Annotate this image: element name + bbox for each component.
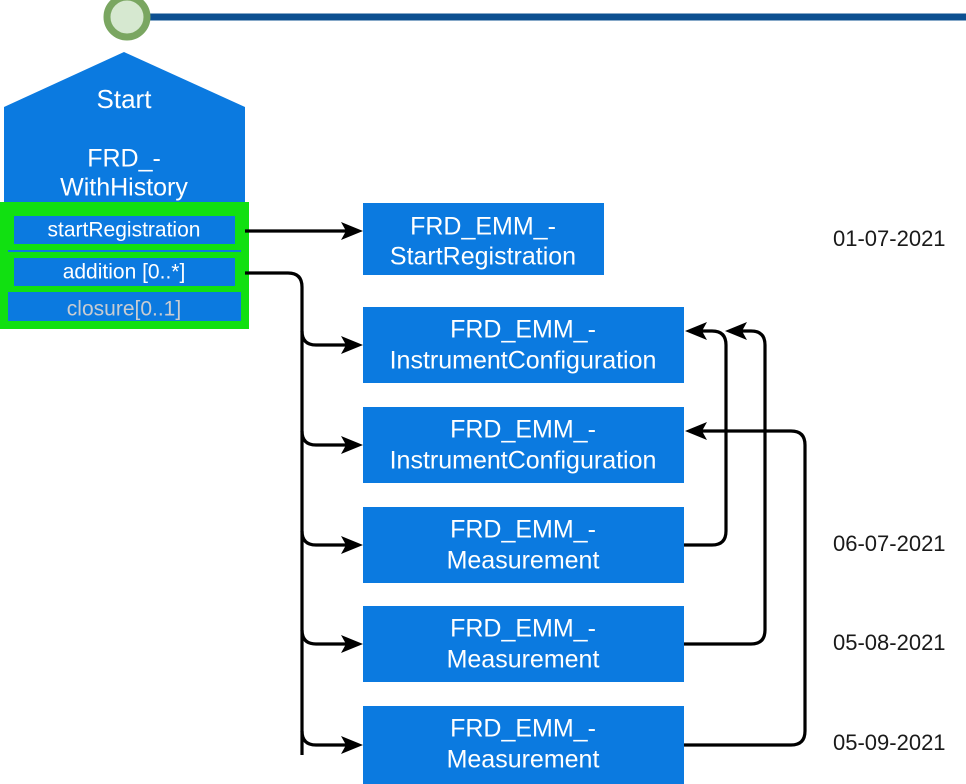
connector-measurement-2-to-config-1-line: [684, 329, 767, 646]
date-measurement-1: 06-07-2021: [833, 531, 946, 556]
date-measurement-2: 05-08-2021: [833, 630, 946, 655]
connector-addition-branch-2: [300, 430, 348, 447]
node-measurement-3-box: [363, 706, 684, 784]
connector-addition-branch-1-arrow: [341, 336, 363, 354]
node-start-registration-line1: FRD_EMM_-: [410, 213, 556, 241]
node-measurement-1-line2: Measurement: [447, 547, 600, 575]
connector-start-registration-arrow: [341, 222, 363, 240]
node-instrument-configuration-1-line1: FRD_EMM_-: [450, 316, 596, 344]
start-node-name-line2: WithHistory: [60, 174, 188, 202]
node-start-registration-line2: StartRegistration: [390, 243, 576, 271]
slots-green-frame: [0, 202, 249, 329]
connector-measurement-3-to-config-2-arrow: [685, 422, 707, 440]
header-group: [103, 0, 966, 41]
connector-addition-branch-4: [300, 629, 348, 646]
connector-measurement-3-to-config-2-line: [684, 429, 807, 747]
connector-measurement-2-to-config-1: [684, 322, 767, 646]
node-measurement-2-line1: FRD_EMM_-: [450, 615, 596, 643]
date-start-registration: 01-07-2021: [833, 226, 946, 251]
start-node[interactable]: Start FRD_- WithHistory startRegistratio…: [0, 52, 249, 329]
node-measurement-1[interactable]: FRD_EMM_- Measurement: [363, 507, 684, 583]
node-measurement-2-box: [363, 606, 684, 682]
connector-addition-branch-4-arrow: [341, 635, 363, 653]
slot-addition-box: [8, 252, 241, 292]
node-measurement-3-line2: Measurement: [447, 746, 600, 774]
node-measurement-2-line2: Measurement: [447, 646, 600, 674]
slot-addition[interactable]: addition [0..*]: [8, 252, 241, 292]
node-instrument-configuration-1-line2: InstrumentConfiguration: [390, 347, 657, 375]
connector-measurement-1-to-config-1: [684, 322, 728, 547]
slot-start-registration[interactable]: startRegistration: [8, 210, 241, 250]
slot-closure-label: closure[0..1]: [67, 298, 181, 321]
node-instrument-configuration-1-box: [363, 307, 684, 383]
start-node-name-line1: FRD_-: [87, 145, 161, 173]
slot-closure-box: [11, 295, 238, 321]
connector-addition-branch-1: [300, 330, 348, 347]
connector-addition-branches: [245, 271, 363, 755]
connector-measurement-2-to-config-1-arrow: [725, 322, 747, 340]
node-measurement-3[interactable]: FRD_EMM_- Measurement: [363, 706, 684, 784]
node-measurement-1-line1: FRD_EMM_-: [450, 516, 596, 544]
connector-measurement-1-to-config-1-arrow: [685, 322, 707, 340]
node-instrument-configuration-1[interactable]: FRD_EMM_- InstrumentConfiguration: [363, 307, 684, 383]
slot-addition-label: addition [0..*]: [63, 261, 186, 284]
node-instrument-configuration-2-line1: FRD_EMM_-: [450, 416, 596, 444]
node-instrument-configuration-2[interactable]: FRD_EMM_- InstrumentConfiguration: [363, 407, 684, 483]
node-instrument-configuration-2-box: [363, 407, 684, 483]
connector-measurement-3-to-config-2: [684, 422, 807, 747]
connector-addition-branch-5: [300, 730, 348, 747]
node-measurement-1-box: [363, 507, 684, 583]
slot-start-registration-box: [8, 210, 241, 250]
date-measurement-3: 05-09-2021: [833, 730, 946, 755]
connector-start-registration: [245, 222, 363, 240]
node-measurement-2[interactable]: FRD_EMM_- Measurement: [363, 606, 684, 682]
start-node-title: Start: [97, 84, 153, 114]
connector-addition-trunk: [245, 271, 304, 755]
node-start-registration-box: [363, 203, 604, 275]
connector-addition-branch-3: [300, 530, 348, 547]
node-measurement-3-line1: FRD_EMM_-: [450, 715, 596, 743]
node-instrument-configuration-2-line2: InstrumentConfiguration: [390, 447, 657, 475]
slot-start-registration-label: startRegistration: [48, 219, 201, 242]
connector-addition-branch-3-arrow: [341, 536, 363, 554]
start-event-circle[interactable]: [103, 0, 151, 41]
connector-addition-branch-2-arrow: [341, 436, 363, 454]
slot-closure[interactable]: closure[0..1]: [11, 295, 238, 321]
node-start-registration[interactable]: FRD_EMM_- StartRegistration: [363, 203, 604, 275]
connector-addition-branch-5-arrow: [341, 736, 363, 754]
connector-measurement-1-to-config-1-line: [684, 329, 728, 547]
